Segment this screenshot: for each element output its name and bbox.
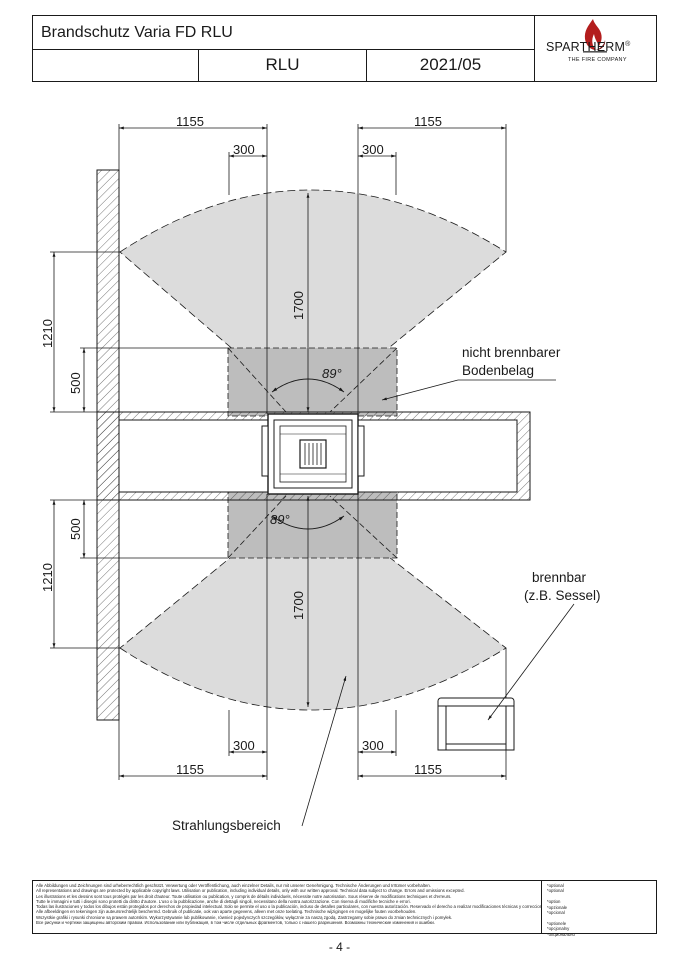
optional-line: *опционально: [547, 931, 575, 937]
legal-line: Alle Abbildungen und Zeichnungen sind ur…: [36, 883, 431, 888]
dim-top-right-width: 1155: [414, 114, 442, 129]
label-floor-line1: nicht brennbarer: [462, 345, 561, 360]
dim-left-upper-inner: 500: [68, 372, 83, 394]
model-code: RLU: [265, 55, 300, 74]
angle-top: 89°: [322, 366, 342, 381]
label-combustible-line1: brennbar: [532, 570, 587, 585]
legal-line: All representations and drawings are pro…: [36, 888, 465, 894]
stove-plan: [261, 413, 365, 495]
dim-bottom-right-width: 1155: [414, 762, 442, 777]
brand-name: SPARTHERM®: [546, 40, 631, 54]
radiation-zone-top: [119, 189, 507, 415]
fire-safety-diagram: 89° 89° 1155 1155 300 300 1700 1210 500 …: [40, 114, 601, 833]
angle-bottom: 89°: [270, 512, 290, 527]
title-cell: Brandschutz Varia FD RLU: [33, 16, 535, 50]
optional-line: *opzionale: [547, 904, 568, 910]
legal-footer: Alle Abbildungen und Zeichnungen sind ur…: [32, 880, 657, 937]
empty-cell: [33, 50, 199, 81]
page-number: - 4 -: [328, 940, 351, 954]
dim-top-left-offset: 300: [233, 142, 255, 157]
flame-logo-icon: [583, 19, 607, 53]
legal-text: Alle Abbildungen und Zeichnungen sind ur…: [36, 883, 541, 925]
optional-notes: *optional*optional *option*opzionale*opc…: [547, 883, 575, 937]
optional-line: *option: [547, 899, 561, 905]
legal-line: Todas las ilustraciones y todos los dibu…: [36, 904, 541, 910]
dim-bottom-right-offset: 300: [362, 738, 384, 753]
legal-line: Все рисунки и чертежи защищены авторским…: [36, 920, 435, 926]
legal-line: Tutte le immagini e tutti i disegni sono…: [36, 898, 411, 904]
legal-line: Alle afbeeldingen en tekeningen zijn aut…: [36, 909, 417, 915]
optional-line: *opcjonalny: [547, 926, 570, 932]
legal-line: Wszystkie grafiki i rysunki chronione są…: [36, 914, 453, 920]
dim-left-upper-total: 1210: [40, 319, 55, 348]
revision-date: 2021/05: [419, 55, 482, 74]
dim-left-lower-inner: 500: [68, 518, 83, 540]
label-combustible-line2: (z.B. Sessel): [524, 588, 601, 603]
optional-line: *optionele: [547, 920, 567, 926]
title-block: Brandschutz Varia FD RLU RLU 2021/05: [32, 15, 657, 82]
armchair-plan: [437, 697, 515, 751]
optional-line: *optional: [547, 888, 564, 894]
dim-bottom-left-width: 1155: [176, 762, 204, 777]
dim-bottom-depth: 1700: [291, 591, 306, 620]
floor-plate-top: [227, 347, 398, 417]
legal-line: Les illustrations et les dessins sont to…: [36, 893, 452, 899]
floor-plate-bottom: [227, 491, 398, 559]
label-floor-line2: Bodenbelag: [462, 363, 534, 378]
dim-top-depth: 1700: [291, 291, 306, 320]
model-cell: RLU: [199, 50, 367, 81]
footer-divider: [541, 881, 542, 933]
date-cell: 2021/05: [367, 50, 535, 81]
dim-top-right-offset: 300: [362, 142, 384, 157]
optional-line: *opcional: [547, 910, 565, 916]
brand-tagline: THE FIRE COMPANY: [568, 57, 627, 63]
dim-top-left-width: 1155: [176, 114, 204, 129]
dim-bottom-left-offset: 300: [233, 738, 255, 753]
dim-left-lower-total: 1210: [40, 563, 55, 592]
radiation-zone-bottom: [119, 493, 507, 711]
optional-line: *optional: [547, 883, 564, 888]
document-title: Brandschutz Varia FD RLU: [41, 24, 233, 41]
label-radiation-area: Strahlungsbereich: [172, 818, 281, 833]
